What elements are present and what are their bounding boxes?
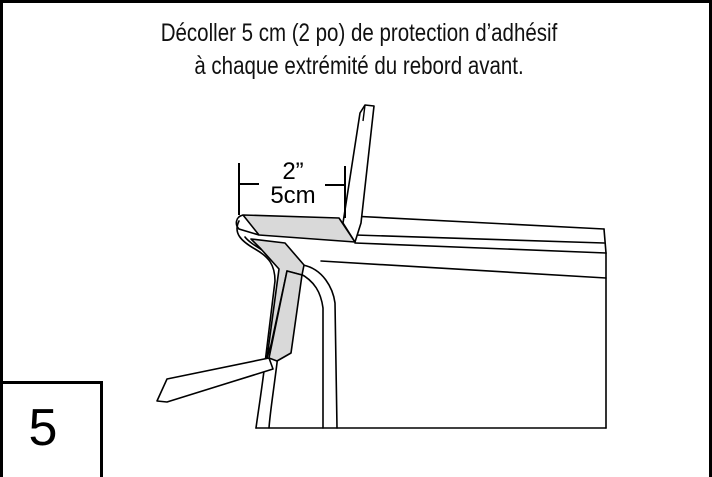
instruction-line-1: Décoller 5 cm (2 po) de protection d’adh… bbox=[160, 19, 558, 47]
instruction-text: Décoller 5 cm (2 po) de protection d’adh… bbox=[67, 17, 651, 83]
dimension-marker bbox=[238, 163, 346, 218]
step-number-box: 5 bbox=[3, 381, 103, 477]
dimension-imperial: 2” bbox=[282, 158, 303, 185]
peeled-backing-top bbox=[342, 104, 375, 243]
dimension-metric: 5cm bbox=[270, 182, 315, 209]
step-number: 5 bbox=[28, 399, 58, 457]
instruction-line-2: à chaque extrémité du rebord avant. bbox=[194, 52, 524, 80]
adhesive-strip-top bbox=[242, 214, 356, 243]
peeled-backing-bottom bbox=[156, 357, 274, 403]
front-lip-diagram: 2” 5cm bbox=[156, 104, 607, 429]
cabinet-outline bbox=[236, 215, 607, 429]
